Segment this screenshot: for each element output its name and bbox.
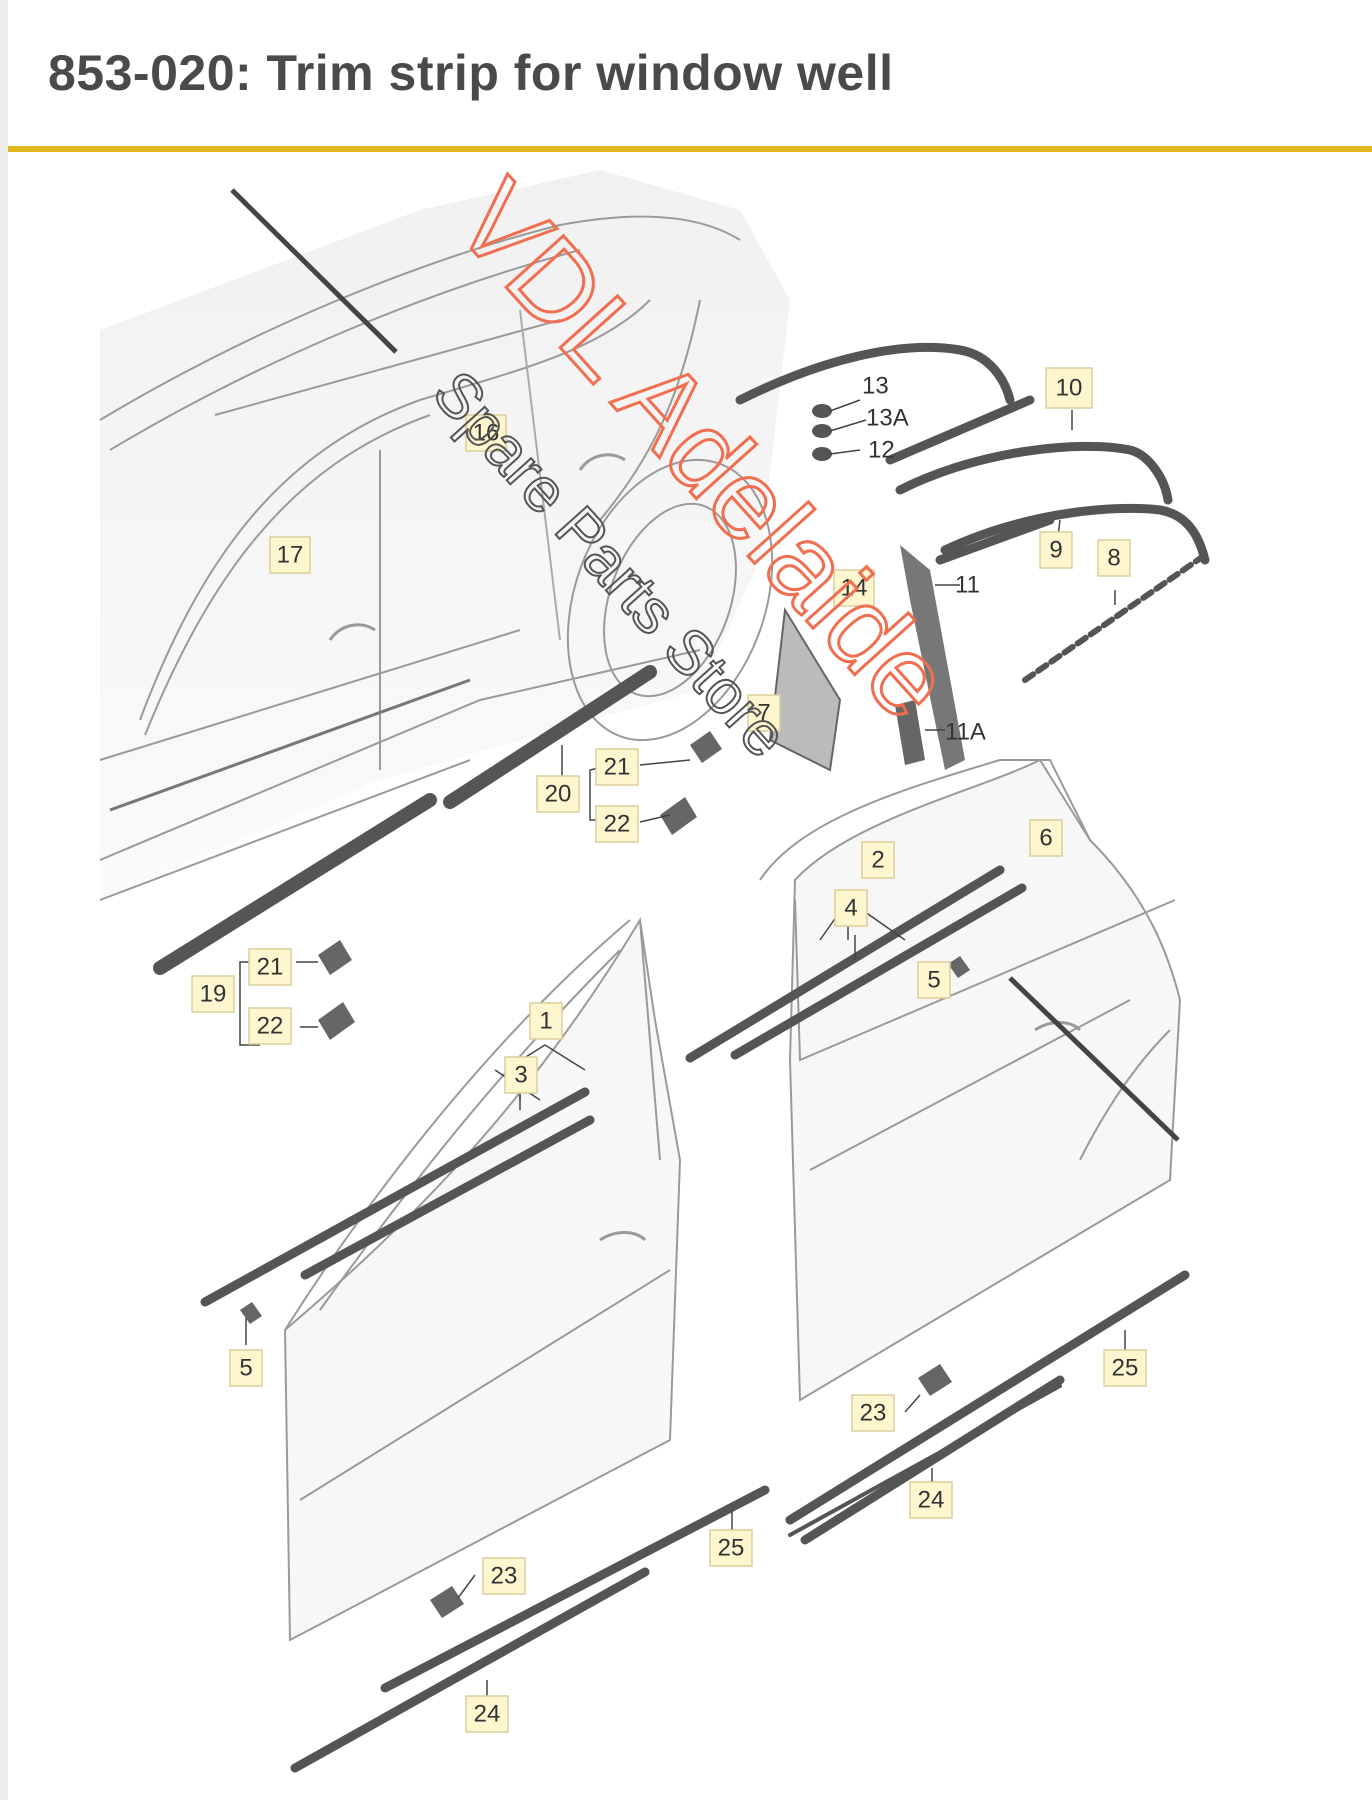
callout-25-front: 25 — [709, 1529, 753, 1567]
left-border — [0, 0, 8, 1800]
callout-4: 4 — [834, 889, 868, 927]
svg-text:5: 5 — [239, 1355, 252, 1382]
callout-17: 17 — [269, 536, 311, 574]
sill-trim-strips — [153, 665, 657, 975]
svg-text:21: 21 — [257, 954, 284, 981]
svg-text:24: 24 — [918, 1487, 945, 1514]
callout-12: 12 — [868, 437, 895, 464]
svg-text:10: 10 — [1056, 375, 1083, 402]
svg-text:3: 3 — [514, 1062, 527, 1089]
callout-11a: 11A — [945, 719, 986, 746]
svg-text:4: 4 — [844, 895, 857, 922]
callout-5-front: 5 — [229, 1349, 263, 1387]
callout-23-front: 23 — [482, 1557, 526, 1595]
callout-24-rear: 24 — [909, 1481, 953, 1519]
callout-21-lower: 21 — [248, 948, 292, 986]
svg-text:6: 6 — [1039, 825, 1052, 852]
svg-text:17: 17 — [277, 542, 304, 569]
callout-3: 3 — [504, 1056, 538, 1094]
callout-7: 7 — [747, 694, 781, 732]
svg-text:11A: 11A — [945, 719, 986, 746]
svg-text:25: 25 — [1112, 1355, 1139, 1382]
callout-25-rear: 25 — [1103, 1349, 1147, 1387]
callout-23-rear: 23 — [851, 1394, 895, 1432]
svg-text:22: 22 — [604, 811, 631, 838]
callout-14: 14 — [833, 569, 875, 607]
svg-text:13: 13 — [862, 373, 889, 400]
callout-16: 16 — [465, 414, 507, 452]
upper-trim-parts — [735, 342, 1210, 683]
callout-20: 20 — [536, 775, 580, 813]
svg-text:22: 22 — [257, 1013, 284, 1040]
svg-text:11: 11 — [955, 572, 980, 599]
callout-8: 8 — [1097, 539, 1131, 577]
svg-text:5: 5 — [927, 967, 940, 994]
svg-text:13A: 13A — [866, 405, 909, 432]
svg-text:8: 8 — [1107, 545, 1120, 572]
svg-text:14: 14 — [841, 575, 868, 602]
callout-22-lower: 22 — [248, 1007, 292, 1045]
callout-10: 10 — [1045, 367, 1093, 409]
svg-text:23: 23 — [860, 1400, 887, 1427]
svg-text:12: 12 — [868, 437, 895, 464]
svg-text:2: 2 — [871, 847, 884, 874]
svg-text:7: 7 — [757, 700, 770, 727]
callout-22-upper: 22 — [595, 805, 639, 843]
svg-text:25: 25 — [718, 1535, 745, 1562]
callout-2: 2 — [861, 841, 895, 879]
vehicle-body-drawing — [99, 170, 790, 901]
svg-text:23: 23 — [491, 1563, 518, 1590]
svg-text:20: 20 — [545, 781, 572, 808]
rear-door-strips — [685, 865, 1190, 1545]
rear-door-drawing — [759, 758, 1182, 1402]
callout-1: 1 — [529, 1002, 563, 1040]
svg-text:16: 16 — [473, 420, 500, 447]
callout-9: 9 — [1039, 531, 1073, 569]
callout-21-upper: 21 — [595, 748, 639, 786]
svg-text:19: 19 — [200, 981, 227, 1008]
leader-line — [230, 188, 398, 354]
leader-line — [1008, 976, 1180, 1142]
callout-13a: 13A — [866, 405, 909, 432]
front-door-strips — [200, 1087, 770, 1773]
svg-text:21: 21 — [604, 754, 631, 781]
callout-11: 11 — [955, 572, 980, 599]
page-title: 853-020: Trim strip for window well — [48, 45, 894, 101]
svg-text:9: 9 — [1049, 537, 1062, 564]
callout-5-rear: 5 — [917, 961, 951, 999]
callout-19: 19 — [191, 975, 235, 1013]
title-underline — [8, 146, 1372, 152]
svg-text:1: 1 — [539, 1008, 552, 1035]
callout-24-front: 24 — [465, 1695, 509, 1733]
svg-text:24: 24 — [474, 1701, 501, 1728]
callout-13: 13 — [862, 373, 889, 400]
bracket-parts — [240, 731, 970, 1618]
callout-6: 6 — [1029, 819, 1063, 857]
